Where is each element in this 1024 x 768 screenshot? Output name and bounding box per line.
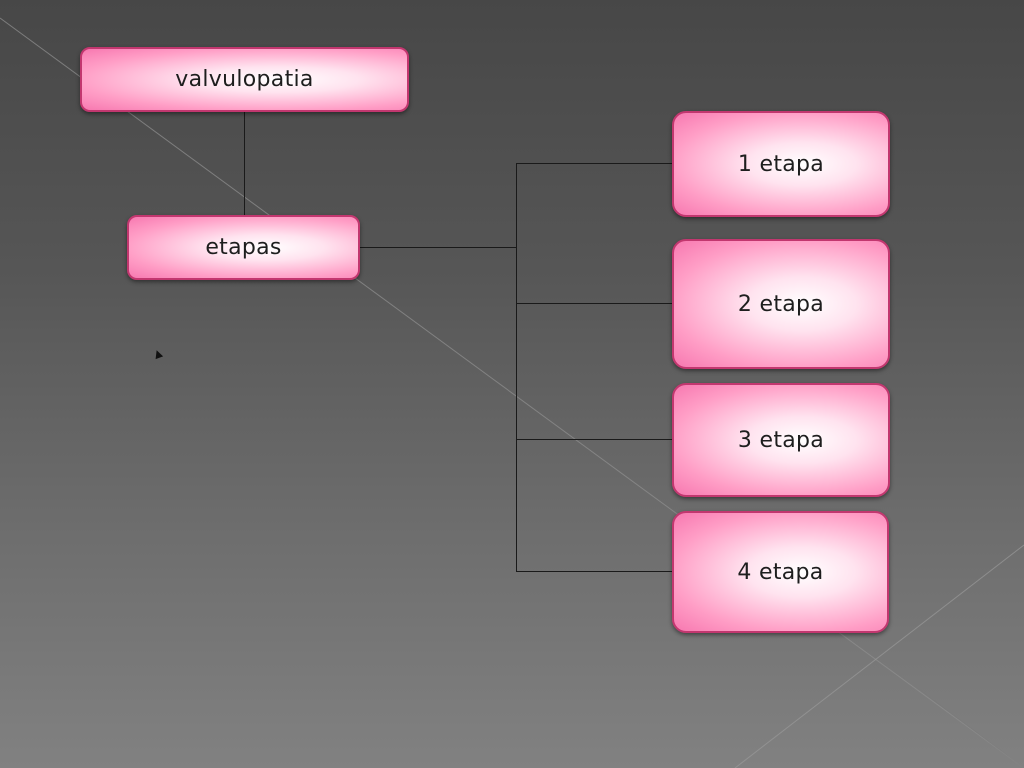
connector-to-etapa-1 xyxy=(516,163,674,164)
connector-etapas-to-trunk xyxy=(359,247,516,248)
connector-to-etapa-3 xyxy=(516,439,674,440)
node-etapas: etapas xyxy=(127,215,360,280)
node-valvulopatia-label: valvulopatia xyxy=(175,67,314,92)
connector-trunk xyxy=(516,163,517,572)
node-valvulopatia: valvulopatia xyxy=(80,47,409,112)
node-etapa-4-label: 4 etapa xyxy=(737,559,824,585)
node-etapa-1-label: 1 etapa xyxy=(737,151,825,177)
connector-to-etapa-2 xyxy=(516,303,674,304)
node-etapa-1: 1 etapa xyxy=(672,111,890,217)
node-etapa-2-label: 2 etapa xyxy=(737,291,825,317)
node-etapa-2: 2 etapa xyxy=(672,239,890,369)
node-etapa-3-label: 3 etapa xyxy=(737,427,825,453)
node-etapa-3: 3 etapa xyxy=(672,383,890,497)
connector-to-etapa-4 xyxy=(516,571,674,572)
node-etapas-label: etapas xyxy=(205,235,282,260)
node-etapa-4: 4 etapa xyxy=(672,511,889,633)
connector-root-to-etapas xyxy=(244,110,245,216)
